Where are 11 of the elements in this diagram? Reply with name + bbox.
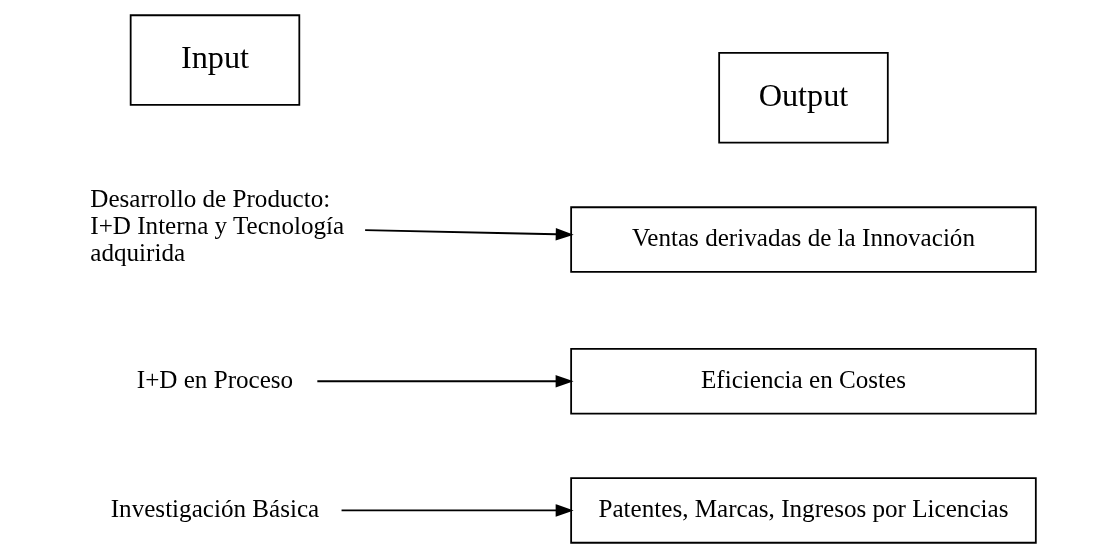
node-box: Patentes, Marcas, Ingresos por Licencias — [569, 477, 1037, 544]
node-box: Ventas derivadas de la Innovación — [569, 206, 1037, 273]
arrow — [363, 227, 574, 241]
node-box: Eficiencia en Costes — [569, 348, 1037, 415]
node-text: Investigación Básica — [110, 495, 319, 523]
node-text: Desarrollo de Producto: I+D Interna y Tecnología adquirida — [89, 184, 344, 266]
arrow — [340, 504, 574, 517]
node-text: I+D en Proceso — [136, 365, 293, 393]
node-box: Output — [717, 52, 889, 144]
node-box: Input — [129, 14, 300, 106]
arrow — [315, 374, 574, 388]
